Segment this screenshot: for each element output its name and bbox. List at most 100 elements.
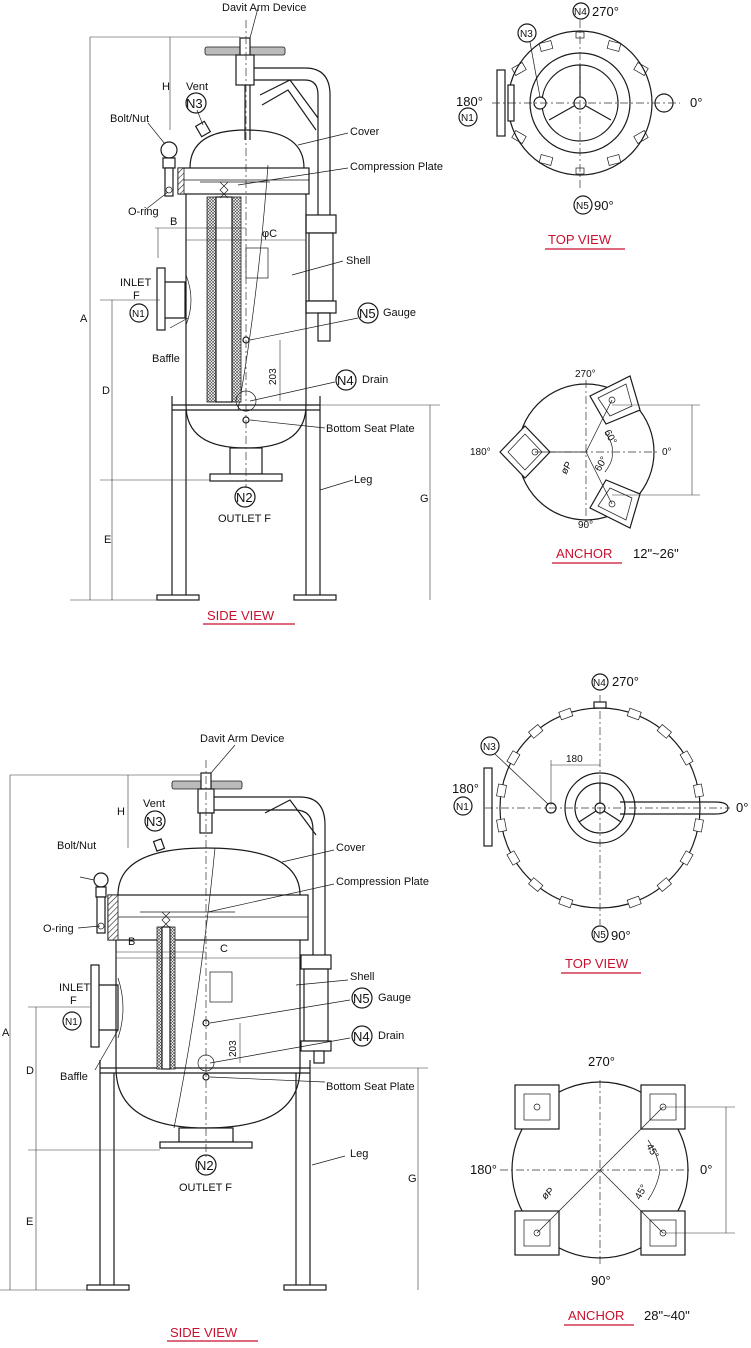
bolt-clamp <box>528 723 544 739</box>
leg-label: Leg <box>354 474 372 486</box>
dim-g-large: G <box>408 1173 417 1185</box>
side-view-large: Davit Arm Device H Vent N3 Bolt/Nut Cove… <box>0 733 429 1342</box>
anchor-pad-inner <box>523 1093 551 1121</box>
dim-b-large: B <box>128 936 135 948</box>
bottom-seat-label-large: Bottom Seat Plate <box>326 1081 415 1093</box>
anchor-90: 90° <box>578 520 593 531</box>
tv2-180: 180° <box>452 781 479 796</box>
anchor-pad <box>514 1084 560 1130</box>
bolt-clamp <box>528 877 544 893</box>
gauge-label: Gauge <box>383 307 416 319</box>
dimensions-large <box>0 774 428 1291</box>
tv2-90: 90° <box>611 928 631 943</box>
inlet-label: INLET <box>120 277 151 289</box>
anchor-p: øP <box>559 460 575 477</box>
shell-label-large: Shell <box>350 971 374 983</box>
tv-90: 90° <box>594 198 614 213</box>
anchor-pad-inner <box>523 1219 551 1247</box>
top-view-title: TOP VIEW <box>548 232 612 247</box>
dim-a: A <box>80 313 88 325</box>
n3-label-large: N3 <box>146 814 163 829</box>
dim-a-large: A <box>2 1027 10 1039</box>
bolt-clamp <box>679 850 694 866</box>
dim-e: E <box>104 534 111 546</box>
leg-label-large: Leg <box>350 1148 368 1160</box>
n1-label: N1 <box>132 309 145 320</box>
anchor-title: ANCHOR <box>556 546 612 561</box>
anchor-0: 0° <box>662 447 672 458</box>
dim-d: D <box>102 385 110 397</box>
bolt-label: Bolt/Nut <box>110 113 149 125</box>
bolt-clamp <box>496 783 507 798</box>
tv-270: 270° <box>592 4 619 19</box>
dim-h-large: H <box>117 806 125 818</box>
leaders-large <box>77 744 351 1166</box>
davit-label: Davit Arm Device <box>222 2 306 14</box>
tv-0: 0° <box>690 95 702 110</box>
tv-n1: N1 <box>461 113 474 124</box>
tv-n5: N5 <box>576 201 589 212</box>
dim-203-large: 203 <box>228 1040 239 1057</box>
shell-label: Shell <box>346 255 370 267</box>
n1-label-large: N1 <box>65 1017 78 1028</box>
dim-b: B <box>170 216 177 228</box>
tv2-n3: N3 <box>483 742 496 753</box>
baffle-label: Baffle <box>152 353 180 365</box>
vent-label: Vent <box>186 81 208 93</box>
inlet-label-large: INLET <box>59 982 90 994</box>
vessel <box>156 20 337 601</box>
tv2-n1: N1 <box>456 802 469 813</box>
tv2-0: 0° <box>736 800 748 815</box>
top-view-small: N4 270° N3 180° N1 0° N5 90° TOP VIEW <box>456 2 702 250</box>
anchor-hole <box>533 1229 541 1237</box>
oring-label-large: O-ring <box>43 923 74 935</box>
side-view-small: Davit Arm Device H Vent N3 Bolt/Nut Cove… <box>70 2 443 625</box>
bolt-clamp <box>626 895 642 909</box>
tv2-270: 270° <box>612 674 639 689</box>
leaders <box>144 7 359 491</box>
anchor-range: 12"~26" <box>633 546 679 561</box>
n5-label: N5 <box>359 306 376 321</box>
n2-label: N2 <box>236 490 253 505</box>
tv2-180dim: 180 <box>566 754 583 765</box>
bolt-clamp <box>626 707 642 721</box>
dim-g: G <box>420 493 429 505</box>
anchor2-0: 0° <box>700 1162 712 1177</box>
anchor2-270: 270° <box>588 1054 615 1069</box>
davit-arm-large <box>171 772 332 1064</box>
gauge-label-large: Gauge <box>378 992 411 1004</box>
n2-label-large: N2 <box>197 1158 214 1173</box>
n3-label: N3 <box>186 96 203 111</box>
top-view-large: N4 270° N3 180 180° N1 0° N5 90° TOP VIE… <box>452 673 748 974</box>
n4-label-large: N4 <box>353 1029 370 1044</box>
vessel-large <box>86 760 327 1291</box>
bolt-label-large: Bolt/Nut <box>57 840 96 852</box>
side-view-title: SIDE VIEW <box>207 608 275 623</box>
compression-label: Compression Plate <box>350 161 443 173</box>
tv-n4: N4 <box>574 7 587 18</box>
outlet-label-large: OUTLET F <box>179 1182 232 1194</box>
side-view-title-large: SIDE VIEW <box>170 1325 238 1340</box>
bolt-clamp <box>679 750 694 766</box>
tv2-n5: N5 <box>593 930 606 941</box>
drain-label: Drain <box>362 374 388 386</box>
oring-label: O-ring <box>128 206 159 218</box>
dimensions <box>70 36 440 601</box>
dim-c: φC <box>262 228 277 240</box>
tv2-n4: N4 <box>593 678 606 689</box>
davit-label-large: Davit Arm Device <box>200 733 284 745</box>
bolt-clamp <box>693 783 704 798</box>
anchor-small: 270° 180° 0° 90° 60° 60° øP ANCHOR 12"~2… <box>470 369 700 564</box>
bolt-clamp <box>506 850 521 866</box>
anchor2-90: 90° <box>591 1273 611 1288</box>
baffle-label-large: Baffle <box>60 1071 88 1083</box>
dim-h: H <box>162 81 170 93</box>
anchor2-title: ANCHOR <box>568 1308 624 1323</box>
anchor-180: 180° <box>470 447 491 458</box>
dim-c-large: C <box>220 943 228 955</box>
top-view-title-large: TOP VIEW <box>565 956 629 971</box>
cover-label: Cover <box>350 126 380 138</box>
n5-label-large: N5 <box>353 991 370 1006</box>
cover-label-large: Cover <box>336 842 366 854</box>
